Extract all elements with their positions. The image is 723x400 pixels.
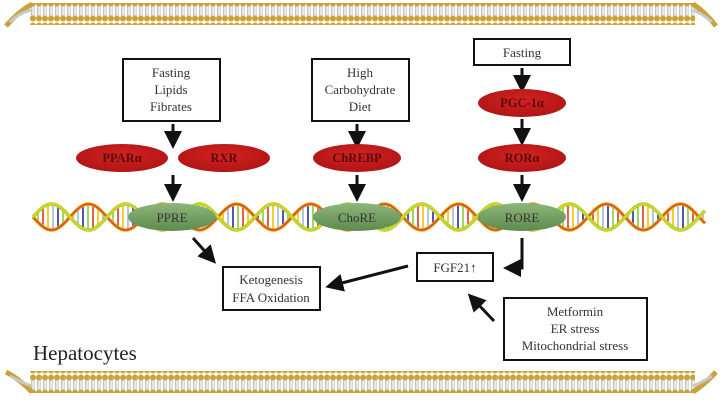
bottom-membrane xyxy=(4,369,718,395)
stimulus-box-ror: Fasting xyxy=(473,38,571,66)
tf-pgc1a: PGC-1α xyxy=(478,89,566,117)
arrow-fgf21-to-ketogenesis xyxy=(325,264,409,292)
svg-text:ChREBP: ChREBP xyxy=(332,151,382,165)
tf-rora: RORα xyxy=(478,144,566,172)
cell-type-label: Hepatocytes xyxy=(33,341,137,365)
tf-rxr: RXR xyxy=(178,144,270,172)
stimulus-line: Diet xyxy=(349,99,372,114)
svg-text:PPARα: PPARα xyxy=(102,151,141,165)
outcome-line: Ketogenesis xyxy=(239,272,303,287)
stimulus-line: Carbohydrate xyxy=(325,82,396,97)
stimulus-box-ppar: Fasting Lipids Fibrates xyxy=(122,58,221,122)
outcome-line: FFA Oxidation xyxy=(232,290,310,305)
arrow-ppre-to-ketogenesis xyxy=(191,236,217,264)
stimulus-box-chrebp: High Carbohydrate Diet xyxy=(311,58,410,122)
inducers-box: Metformin ER stress Mitochondrial stress xyxy=(503,297,648,361)
svg-text:FGF21↑: FGF21↑ xyxy=(433,260,476,275)
svg-text:RORα: RORα xyxy=(505,151,540,165)
svg-text:RXR: RXR xyxy=(210,151,238,165)
inducer-line: Mitochondrial stress xyxy=(522,338,629,353)
response-element-chore: ChoRE xyxy=(313,203,401,231)
arrow-inducers-to-fgf21 xyxy=(467,293,496,323)
tf-ppara: PPARα xyxy=(76,144,168,172)
stimulus-line: Lipids xyxy=(154,82,187,97)
tf-chrebp: ChREBP xyxy=(313,144,401,172)
arrow-rore-to-fgf21 xyxy=(503,238,524,277)
inducer-line: Metformin xyxy=(547,304,604,319)
inducer-line: ER stress xyxy=(551,321,600,336)
stimulus-line: High xyxy=(347,65,374,80)
stimulus-line: Fibrates xyxy=(150,99,192,114)
top-membrane-left-curl xyxy=(4,1,34,28)
response-element-ppre: PPRE xyxy=(128,203,216,231)
svg-text:ChoRE: ChoRE xyxy=(338,210,376,225)
svg-text:PPRE: PPRE xyxy=(156,210,187,225)
top-membrane-right-curl xyxy=(691,1,718,28)
outcome-box: Ketogenesis FFA Oxidation xyxy=(222,266,321,311)
stimulus-line: Fasting xyxy=(503,45,542,60)
stimulus-line: Fasting xyxy=(152,65,191,80)
fgf21-box: FGF21↑ xyxy=(416,252,494,282)
svg-text:RORE: RORE xyxy=(505,210,540,225)
svg-text:PGC-1α: PGC-1α xyxy=(500,96,544,110)
response-element-rore: RORE xyxy=(478,203,566,231)
top-membrane xyxy=(4,1,718,28)
